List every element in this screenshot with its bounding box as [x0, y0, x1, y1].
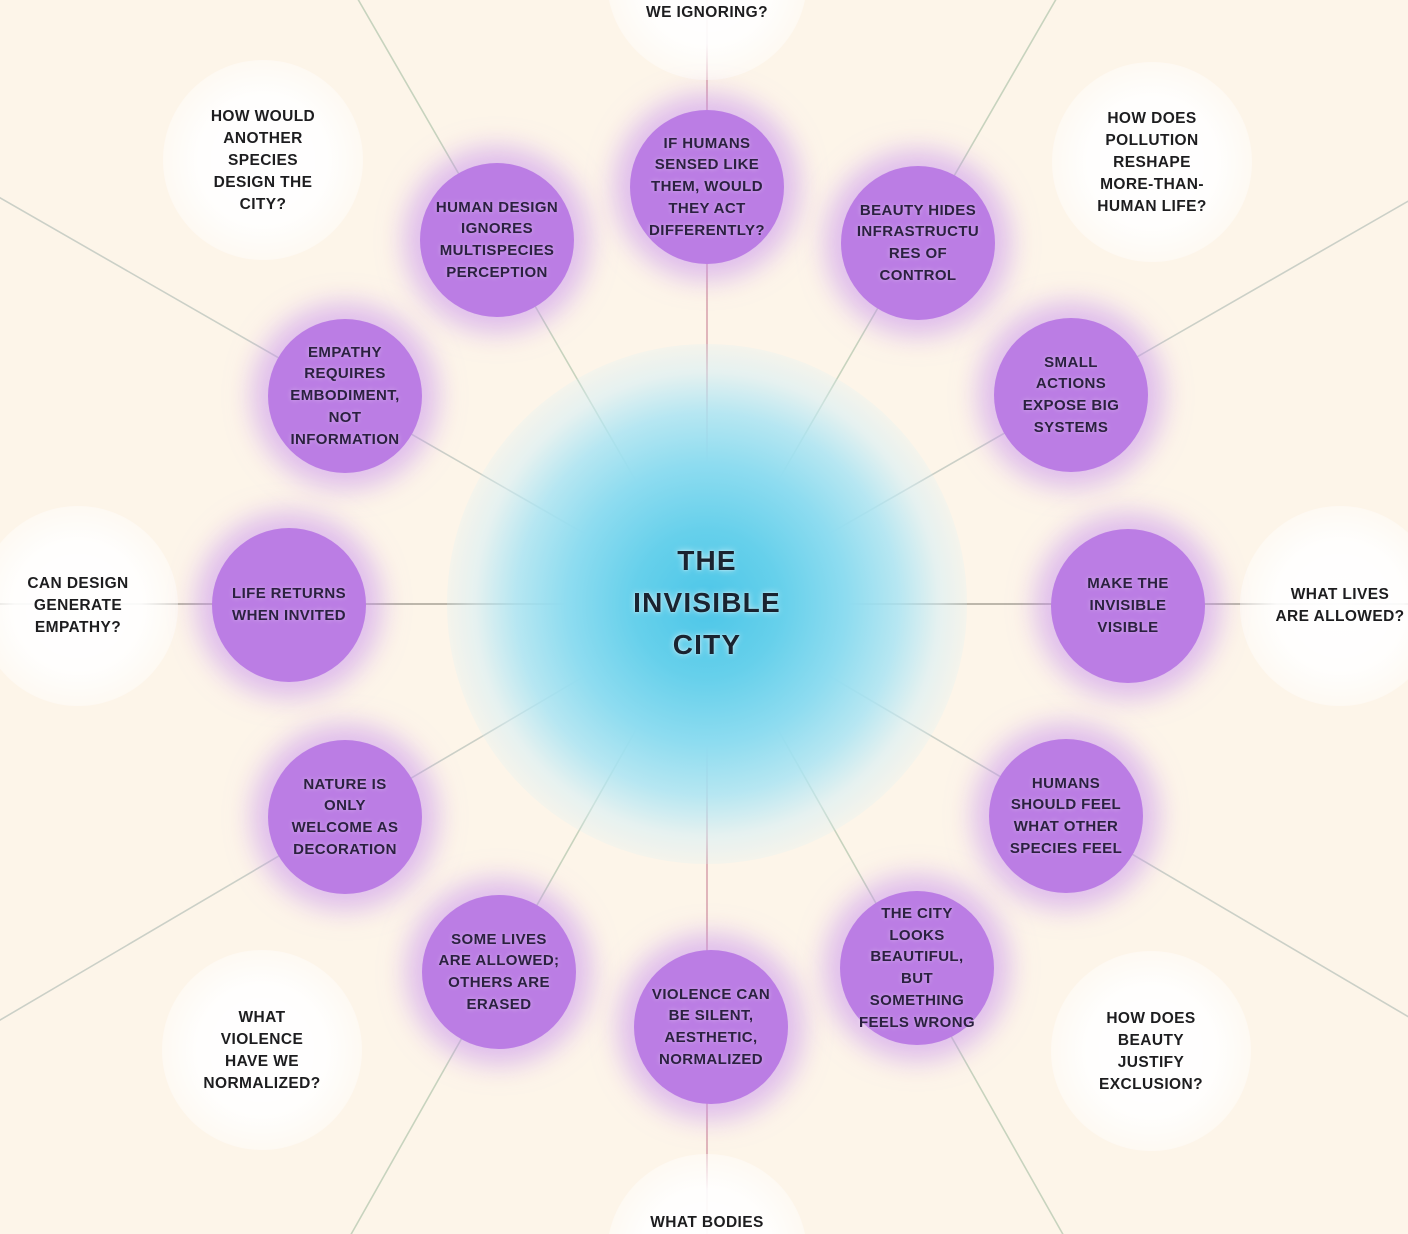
node-city-looks-beautiful[interactable]: THE CITY LOOKS BEAUTIFUL, BUT SOMETHING … — [840, 891, 994, 1045]
node-nature-decoration[interactable]: NATURE IS ONLY WELCOME AS DECORATION — [268, 740, 422, 894]
node-humans-should-feel[interactable]: HUMANS SHOULD FEEL WHAT OTHER SPECIES FE… — [989, 739, 1143, 893]
node-label: BEAUTY HIDES INFRASTRUCTU RES OF CONTROL — [856, 201, 980, 284]
node-life-returns[interactable]: LIFE RETURNS WHEN INVITED — [212, 528, 366, 682]
node-label: SMALL ACTIONS EXPOSE BIG SYSTEMS — [1022, 353, 1120, 436]
center-glow — [447, 344, 967, 864]
central-topic[interactable]: THE INVISIBLE CITY — [633, 545, 781, 660]
node-label: SOME LIVES ARE ALLOWED; OTHERS ARE ERASE… — [438, 930, 560, 1013]
node-label: HUMAN DESIGN IGNORES MULTISPECIES PERCEP… — [435, 198, 559, 281]
node-label: VIOLENCE CAN BE SILENT, AESTHETIC, NORMA… — [651, 985, 771, 1068]
node-label: MAKE THE INVISIBLE VISIBLE — [1087, 575, 1169, 636]
question-glow — [1052, 62, 1252, 262]
question-glow — [1240, 506, 1408, 706]
question-beauty-justify-exclusion[interactable]: HOW DOES BEAUTY JUSTIFY EXCLUSION? — [1099, 1010, 1203, 1093]
question-glow — [163, 60, 363, 260]
node-violence-silent[interactable]: VIOLENCE CAN BE SILENT, AESTHETIC, NORMA… — [634, 950, 788, 1104]
node-empathy-requires-embodiment[interactable]: EMPATHY REQUIRES EMBODIMENT, NOT INFORMA… — [268, 319, 422, 473]
node-label: NATURE IS ONLY WELCOME AS DECORATION — [291, 775, 399, 858]
node-label: THE CITY LOOKS BEAUTIFUL, BUT SOMETHING … — [858, 904, 976, 1031]
node-some-lives-allowed[interactable]: SOME LIVES ARE ALLOWED; OTHERS ARE ERASE… — [422, 895, 576, 1049]
node-if-humans-sensed[interactable]: IF HUMANS SENSED LIKE THEM, WOULD THEY A… — [630, 110, 784, 264]
node-make-invisible-visible[interactable]: MAKE THE INVISIBLE VISIBLE — [1051, 529, 1205, 683]
question-what-lives-allowed[interactable]: WHAT LIVES ARE ALLOWED? — [1275, 586, 1405, 625]
node-label: EMPATHY REQUIRES EMBODIMENT, NOT INFORMA… — [290, 343, 400, 448]
node-label: LIFE RETURNS WHEN INVITED — [232, 585, 346, 624]
question-what-bodies[interactable]: WHAT BODIES — [650, 1214, 764, 1231]
question-another-species-design[interactable]: HOW WOULD ANOTHER SPECIES DESIGN THE CIT… — [210, 108, 316, 213]
question-what-senses-ignoring[interactable]: WE IGNORING? — [646, 4, 768, 21]
question-pollution-reshape[interactable]: HOW DOES POLLUTION RESHAPE MORE-THAN- HU… — [1097, 110, 1207, 215]
node-small-actions-expose[interactable]: SMALL ACTIONS EXPOSE BIG SYSTEMS — [994, 318, 1148, 472]
question-glow — [0, 506, 178, 706]
node-beauty-hides-infrastructures[interactable]: BEAUTY HIDES INFRASTRUCTU RES OF CONTROL — [841, 166, 995, 320]
question-design-generate-empathy[interactable]: CAN DESIGN GENERATE EMPATHY? — [27, 575, 129, 636]
node-label: IF HUMANS SENSED LIKE THEM, WOULD THEY A… — [649, 134, 765, 239]
question-glow — [162, 950, 362, 1150]
node-human-design-ignores[interactable]: HUMAN DESIGN IGNORES MULTISPECIES PERCEP… — [420, 163, 574, 317]
question-violence-normalized[interactable]: WHAT VIOLENCE HAVE WE NORMALIZED? — [203, 1009, 321, 1092]
question-glow — [1051, 951, 1251, 1151]
node-label: HUMANS SHOULD FEEL WHAT OTHER SPECIES FE… — [1009, 774, 1123, 857]
